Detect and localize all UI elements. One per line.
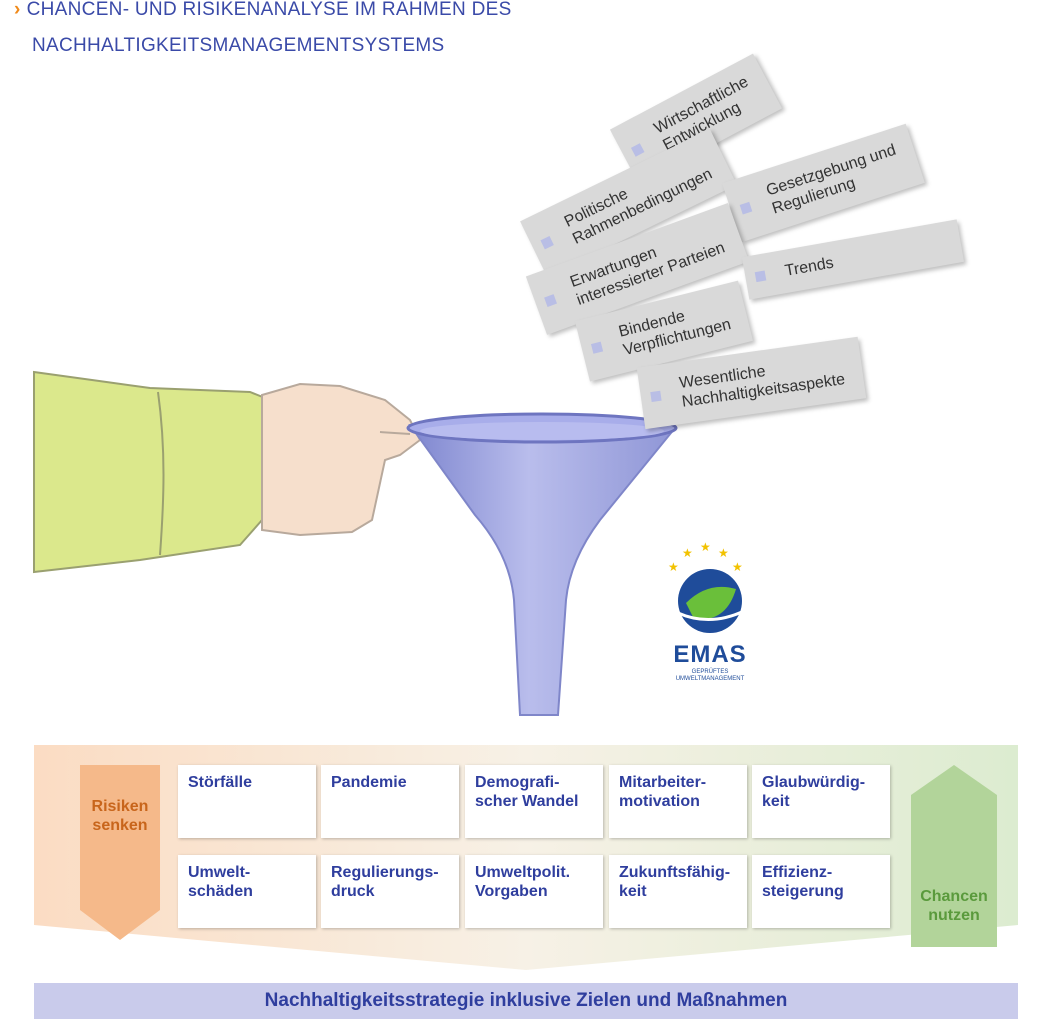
chance-arrow-shape <box>911 765 997 947</box>
page-title: ›CHANCEN- UND RISIKENANALYSE IM RAHMEN D… <box>14 0 512 64</box>
emas-wave <box>677 609 745 622</box>
strategy-footer: Nachhaltigkeitsstrategie inklusive Ziele… <box>34 983 1018 1019</box>
emas-logo: ★★ ★★ ★ <box>668 540 745 633</box>
cell-r0c0: Störfälle <box>178 765 316 838</box>
cell-r1c1: Regulierungs-druck <box>321 855 459 928</box>
risks-label: Risiken senken <box>91 798 149 834</box>
funnel-inner <box>420 422 664 440</box>
emas-wordmark: EMAS <box>673 641 747 668</box>
funnel-body <box>408 416 677 716</box>
cell-r0c4: Glaubwürdig-keit <box>752 765 890 838</box>
emas-subtitle: GEPRÜFTES UMWELTMANAGEMENT <box>675 669 745 682</box>
svg-text:★: ★ <box>732 560 743 574</box>
sleeve-fold-line <box>157 391 165 556</box>
cell-r0c2: Demografi-scher Wandel <box>465 765 603 838</box>
cell-r1c2: Umweltpolit. Vorgaben <box>465 855 603 928</box>
chances-label: Chancen nutzen <box>920 888 988 924</box>
svg-text:★: ★ <box>682 546 693 560</box>
svg-text:★: ★ <box>700 540 711 554</box>
svg-text:★: ★ <box>718 546 729 560</box>
thumb-line <box>379 431 411 435</box>
hand-shape <box>261 382 422 537</box>
svg-text:★: ★ <box>668 560 679 574</box>
cell-r0c3: Mitarbeiter-motivation <box>609 765 747 838</box>
cell-r1c3: Zukunftsfähig-keit <box>609 855 747 928</box>
analysis-panel: Risiken senken Chancen nutzen Störfälle … <box>34 745 1018 970</box>
title-chevron-icon: › <box>14 0 21 20</box>
cell-r0c1: Pandemie <box>321 765 459 838</box>
sleeve-shape <box>33 370 272 574</box>
cell-r1c0: Umwelt-schäden <box>178 855 316 928</box>
title-line-2: NACHHALTIGKEITSMANAGEMENTSYSTEMS <box>32 35 445 56</box>
cell-r1c4: Effizienz-steigerung <box>752 855 890 928</box>
title-line-1: CHANCEN- UND RISIKENANALYSE IM RAHMEN DE… <box>26 0 512 20</box>
emas-mark: EMAS GEPRÜFTES UMWELTMANAGEMENT <box>664 545 756 705</box>
emas-leaf <box>686 586 736 620</box>
risk-arrow-shape <box>80 765 160 940</box>
